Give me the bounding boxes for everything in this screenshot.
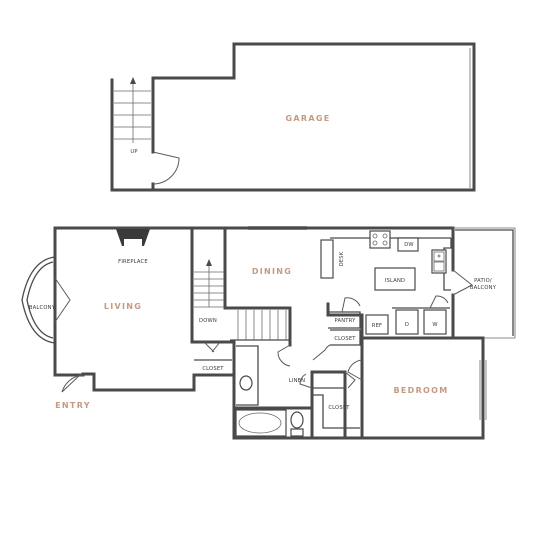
room-label-living: LIVING xyxy=(104,302,142,311)
label-up: UP xyxy=(130,149,137,155)
dishwasher xyxy=(397,237,419,252)
bath-closet-box xyxy=(312,394,360,429)
bath-door xyxy=(277,344,291,367)
patio-rail xyxy=(455,229,514,336)
bath-sink xyxy=(239,375,253,391)
dryer xyxy=(395,309,419,335)
stove xyxy=(369,230,391,249)
bath-vanity xyxy=(236,345,259,406)
label-desk: DESK xyxy=(339,251,345,266)
bath-walls xyxy=(232,406,314,440)
stairs-down xyxy=(194,259,290,341)
kitchen-closet-box xyxy=(330,329,361,346)
garage-outline xyxy=(110,42,476,192)
kitchen-closet-door xyxy=(312,344,331,361)
label-linen: LINEN xyxy=(289,378,305,384)
toilet xyxy=(290,411,304,437)
pantry-box xyxy=(328,311,361,329)
linen-door xyxy=(299,373,313,389)
label-pantry: PANTRY xyxy=(334,318,356,324)
patio-door xyxy=(452,269,473,296)
label-closet-kitchen: CLOSET xyxy=(334,336,356,342)
label-closet-living: CLOSET xyxy=(202,366,224,372)
balcony-door xyxy=(54,277,71,323)
laundry-door xyxy=(429,295,449,309)
living-outer-wall xyxy=(53,226,236,392)
label-island: ISLAND xyxy=(385,278,405,284)
desk xyxy=(320,239,334,279)
island xyxy=(374,267,416,291)
label-dw: DW xyxy=(404,242,414,248)
label-balcony: BALCONY xyxy=(29,305,56,311)
refrigerator xyxy=(365,314,389,335)
main-level xyxy=(21,226,516,440)
stair-arrow-icon xyxy=(206,259,212,266)
garage-entry-door xyxy=(152,151,180,185)
label-dryer: D xyxy=(405,322,409,328)
label-patio-2: BALCONY xyxy=(470,285,497,291)
fixture-labels: UP DOWN FIREPLACE BALCONY CLOSET DESK DW… xyxy=(29,149,497,411)
pantry-door xyxy=(341,297,361,313)
fireplace-hearth xyxy=(124,239,142,246)
label-patio-1: PATIO/ xyxy=(474,278,492,284)
label-fireplace: FIREPLACE xyxy=(118,259,148,265)
balcony-left xyxy=(21,256,71,344)
label-washer: W xyxy=(432,322,437,328)
entry-door xyxy=(61,374,83,393)
room-label-garage: GARAGE xyxy=(286,114,331,123)
room-label-bedroom: BEDROOM xyxy=(393,386,448,395)
kitchen-sink xyxy=(431,249,447,274)
room-label-dining: DINING xyxy=(252,267,292,276)
label-down: DOWN xyxy=(199,318,217,324)
living-closet-door xyxy=(203,341,221,353)
label-ref: REF xyxy=(372,323,382,329)
closet-door xyxy=(344,371,356,389)
label-closet-bath: CLOSET xyxy=(328,405,350,411)
room-labels: GARAGE LIVING DINING BEDROOM ENTRY xyxy=(55,114,448,410)
up-arrow-icon xyxy=(130,77,136,84)
stairs-up xyxy=(114,77,151,143)
bathtub xyxy=(235,409,287,437)
garage-level xyxy=(110,42,476,192)
bedroom-door xyxy=(347,359,363,381)
washer xyxy=(423,309,447,335)
room-label-entry: ENTRY xyxy=(55,401,91,410)
